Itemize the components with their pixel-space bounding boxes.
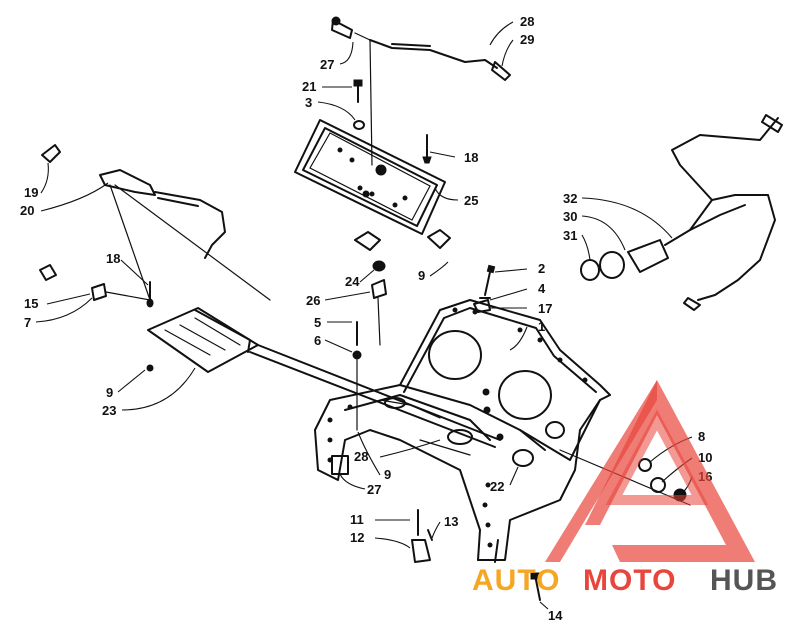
callout-20: 20 [20, 203, 34, 218]
callout-9-mid: 9 [418, 268, 425, 283]
knob-15-7 [39, 264, 151, 301]
watermark-auto: AUTO [472, 564, 560, 597]
callout-2: 2 [538, 261, 545, 276]
callout-5: 5 [314, 315, 321, 330]
callout-32: 32 [563, 191, 577, 206]
callout-27-low: 27 [367, 482, 381, 497]
callout-14: 14 [548, 608, 563, 623]
callout-7: 7 [24, 315, 31, 330]
brake-lever [146, 281, 501, 448]
callout-27-top: 27 [320, 57, 334, 72]
bolts-lower [411, 509, 541, 601]
callout-numbers: 28 29 27 21 3 18 25 19 20 18 15 7 9 23 2… [20, 14, 712, 623]
callout-22: 22 [490, 479, 504, 494]
bolts-2-4-17 [473, 264, 496, 313]
throttle-lever-cable [41, 144, 271, 301]
screw-18-upper [422, 134, 432, 164]
key-switch-assembly [331, 16, 511, 166]
watermark-logo: AUTO MOTO HUB [472, 380, 778, 597]
callout-10: 10 [698, 450, 712, 465]
ignition-harness [580, 114, 783, 311]
watermark-hub: HUB [710, 564, 778, 597]
callout-26: 26 [306, 293, 320, 308]
callout-23: 23 [102, 403, 116, 418]
callout-8: 8 [698, 429, 705, 444]
callout-9-low: 9 [384, 467, 391, 482]
watermark-moto: MOTO [583, 564, 676, 597]
callout-31: 31 [563, 228, 577, 243]
grommet-switch [371, 260, 387, 346]
callout-1: 1 [538, 319, 545, 334]
callout-15: 15 [24, 296, 38, 311]
bolt-washer-top [353, 79, 365, 130]
instrument-bezel [294, 119, 451, 251]
callout-28-mid: 28 [354, 449, 368, 464]
callout-29: 29 [520, 32, 534, 47]
callout-13: 13 [444, 514, 458, 529]
leader-lines [35, 21, 693, 610]
callout-21: 21 [302, 79, 316, 94]
callout-17: 17 [538, 301, 552, 316]
callout-19: 19 [24, 185, 38, 200]
callout-11: 11 [350, 512, 364, 527]
callout-3: 3 [305, 95, 312, 110]
callout-25: 25 [464, 193, 478, 208]
callout-4: 4 [538, 281, 546, 296]
callout-18-left: 18 [106, 251, 120, 266]
callout-12: 12 [350, 530, 364, 545]
callout-30: 30 [563, 209, 577, 224]
screws-5-6 [352, 321, 362, 431]
callout-18-upper: 18 [464, 150, 478, 165]
callout-28-top: 28 [520, 14, 534, 29]
callout-24: 24 [345, 274, 360, 289]
callout-9-left: 9 [106, 385, 113, 400]
callout-6: 6 [314, 333, 321, 348]
